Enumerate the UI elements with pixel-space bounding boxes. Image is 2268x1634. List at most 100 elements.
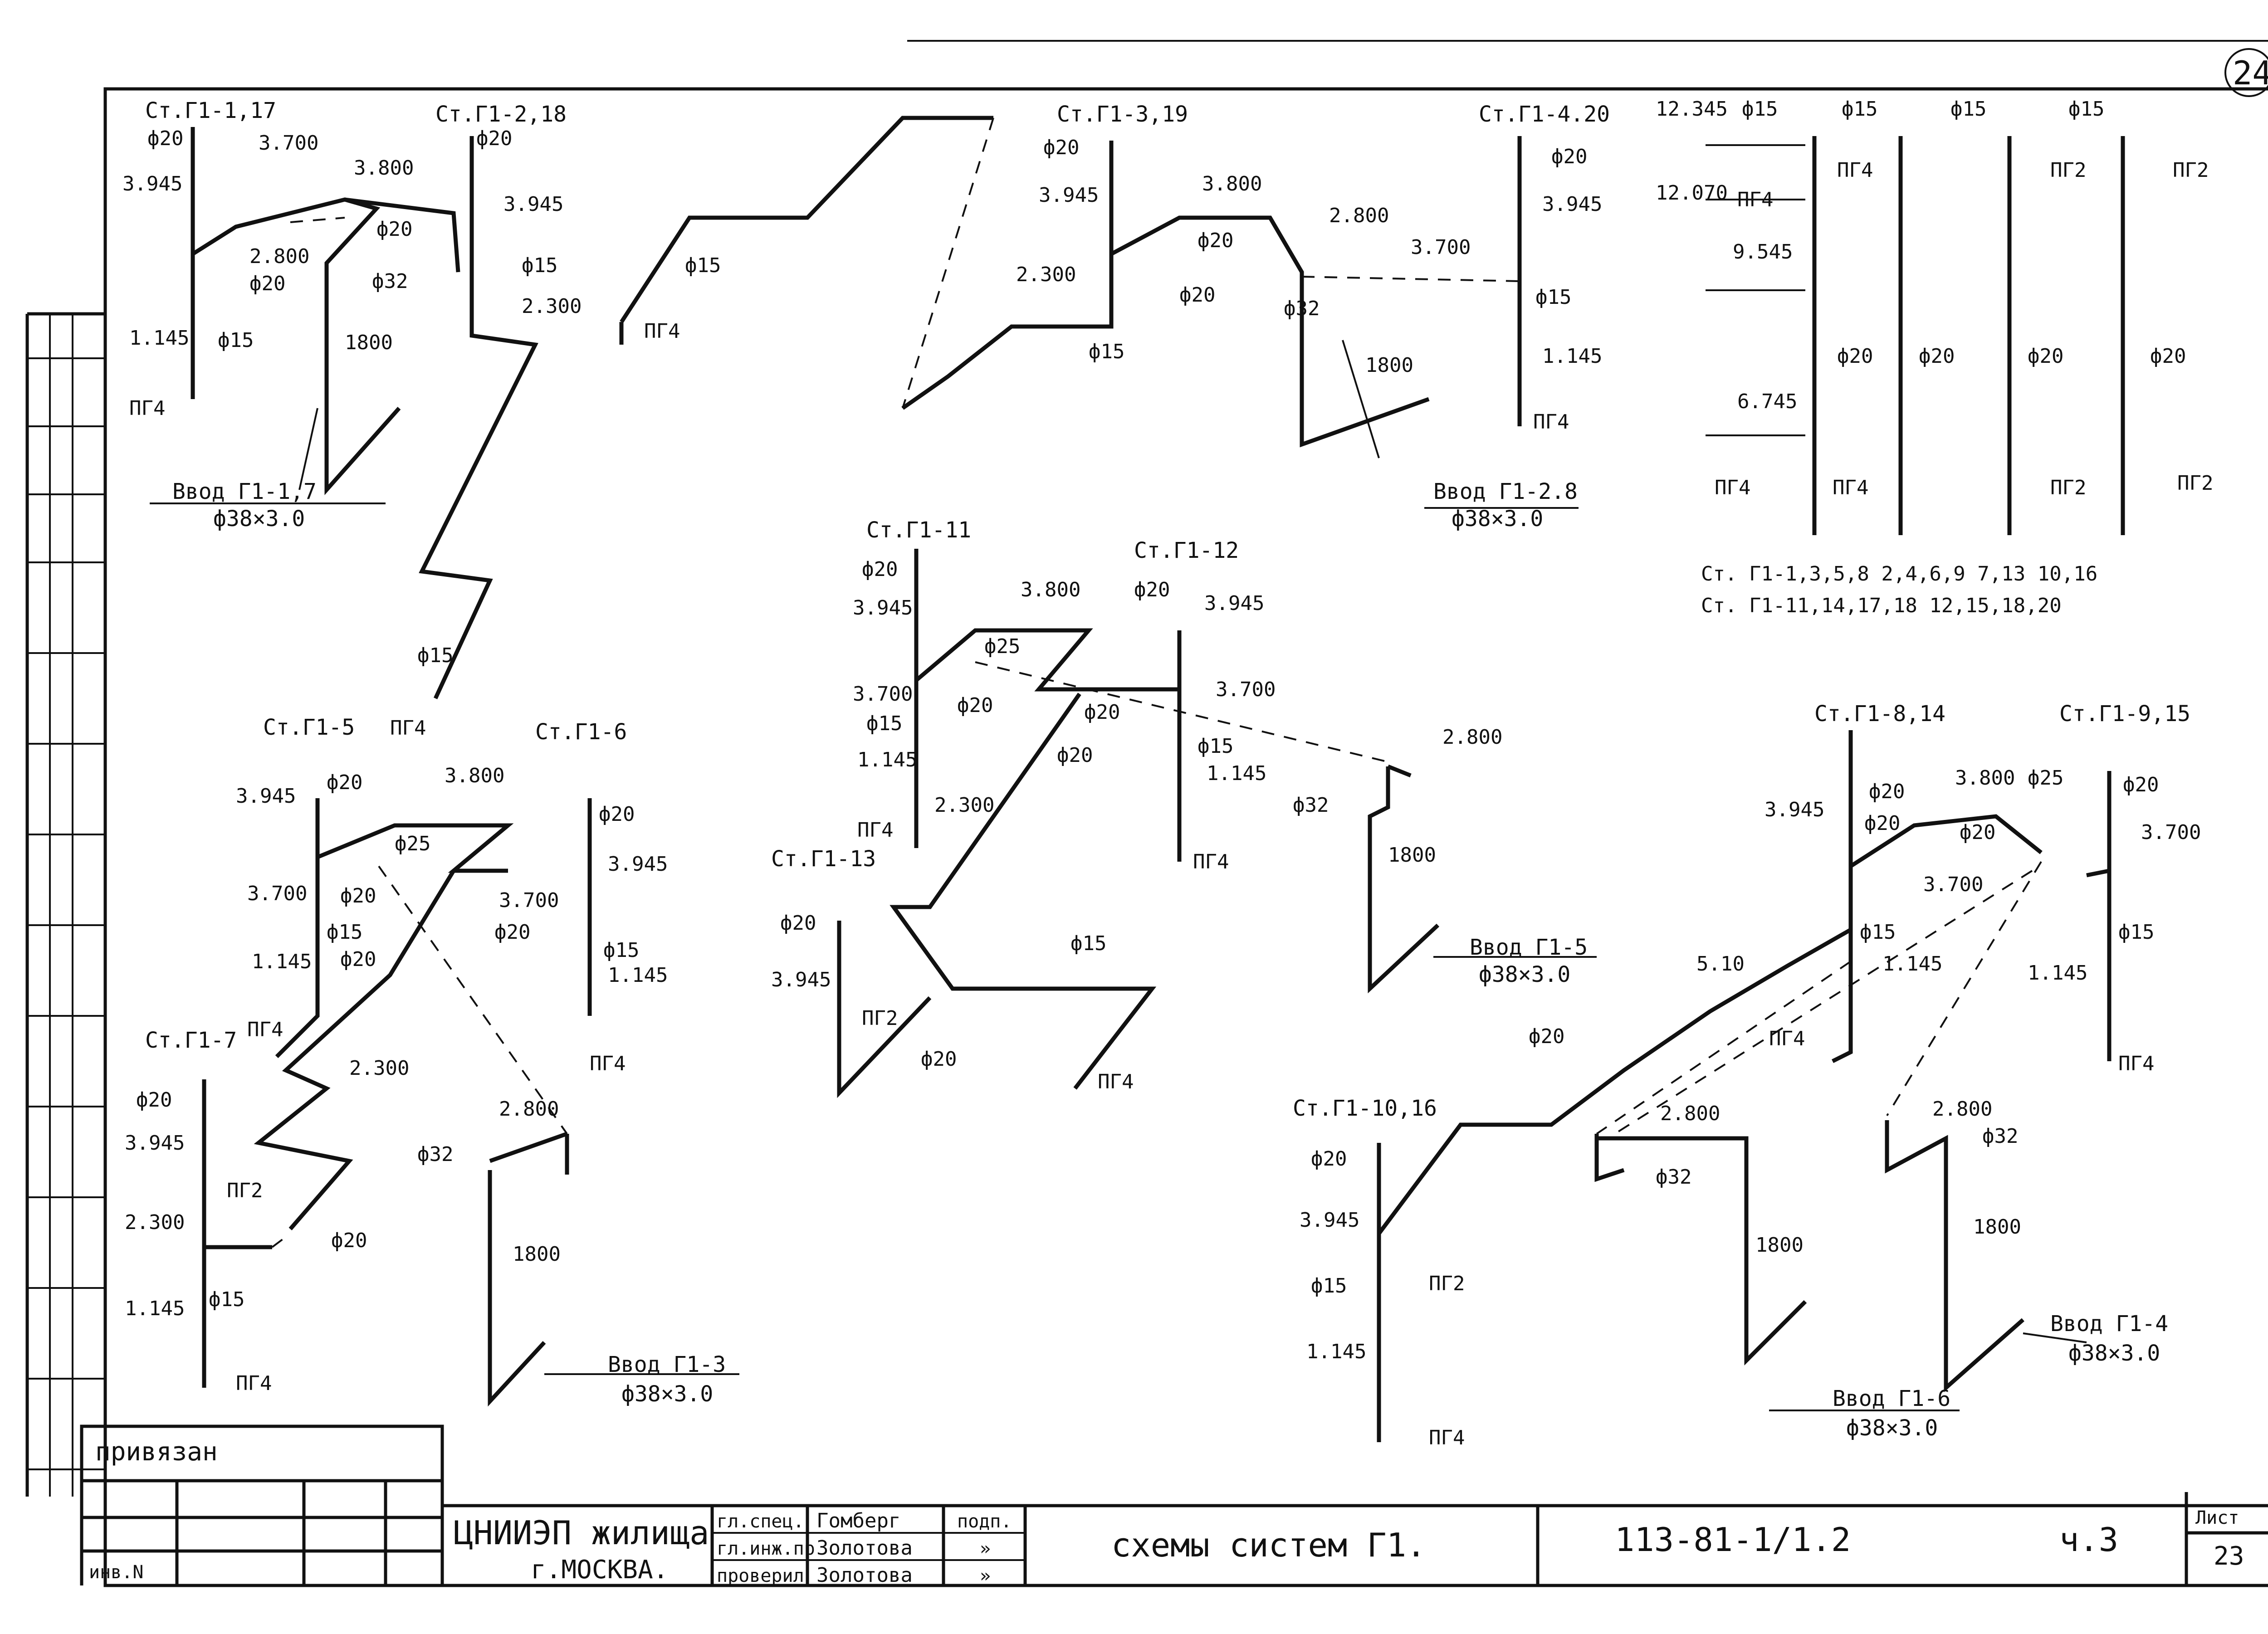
dia-label: ф25 <box>984 635 1020 658</box>
dia-label: ф20 <box>957 694 993 717</box>
dia-label: ф20 <box>1529 1025 1564 1048</box>
level-label: 1.145 <box>129 327 189 350</box>
level-label: 2.800 <box>1329 204 1389 227</box>
level-label: 3.945 <box>1542 193 1602 216</box>
dia-label: ф20 <box>476 127 512 150</box>
dia-label: ф15 <box>2068 98 2104 121</box>
level-label: 2.800 <box>499 1097 559 1121</box>
fixture-label: ПГ4 <box>1837 159 1873 182</box>
title-block: привязан инв.N ЦНИИЭП жилища г.МОСКВА. г… <box>80 1424 2268 1587</box>
dia-label: ф20 <box>2123 773 2159 796</box>
level-label: 2.300 <box>934 794 994 817</box>
inlet-size: ф38×3.0 <box>1479 962 1570 987</box>
dia-label: ф15 <box>1535 286 1571 309</box>
fixture-label: ПГ2 <box>2173 159 2209 182</box>
dia-label: ф20 <box>862 558 898 581</box>
dia-label: ф20 <box>327 771 362 794</box>
fixture-label: ПГ2 <box>2177 472 2213 495</box>
inlet-label: Ввод Г1-6 <box>1833 1386 1950 1411</box>
fixture-label: ПГ4 <box>2118 1052 2154 1075</box>
main-chain: ф15 ПГ4 ф15 ПГ4 <box>390 116 994 740</box>
riser-group-1-2: Ст.Г1-1,17 Ст.Г1-2,18 ф20 3.945 3.700 3.… <box>122 98 582 699</box>
level-label: 2.800 <box>1660 1102 1720 1125</box>
dia-label: ф20 <box>1134 578 1170 601</box>
fixture-label: ПГ4 <box>644 320 680 343</box>
fixture-label: ПГ4 <box>1098 1070 1134 1093</box>
riser-label: Ст.Г1-2,18 <box>435 102 567 127</box>
level-label: 3.945 <box>1300 1209 1359 1232</box>
role-chief-spec: гл.спец. <box>717 1511 804 1532</box>
inlet-size: ф38×3.0 <box>2068 1341 2160 1366</box>
dim-label: 1800 <box>1973 1215 2021 1239</box>
fixture-label: ПГ4 <box>1533 410 1569 434</box>
dia-label: ф15 <box>218 329 254 352</box>
level-label: 3.800 <box>1202 172 1262 195</box>
dia-label: ф20 <box>2150 345 2186 368</box>
dia-label: ф32 <box>1284 297 1320 320</box>
name-checked: Золотова <box>816 1564 913 1587</box>
level-label: 1.145 <box>2028 961 2087 985</box>
riser-label: Ст.Г1-12 <box>1134 538 1239 563</box>
fixture-label: ПГ4 <box>1429 1426 1465 1449</box>
inlet-label: Ввод Г1-4 <box>2050 1311 2168 1336</box>
level-label: 3.945 <box>1204 592 1264 615</box>
sign-mark-2: » <box>980 1566 991 1586</box>
org-city: г.МОСКВА. <box>531 1555 668 1585</box>
legend-row: Ст. Г1-11,14,17,18 12,15,18,20 <box>1701 594 2062 617</box>
riser-label: Ст.Г1-7 <box>145 1028 237 1053</box>
inlet-label: Ввод Г1-1,7 <box>172 479 317 504</box>
fixture-label: ПГ2 <box>227 1179 263 1202</box>
level-label: 3.945 <box>503 193 563 216</box>
fixture-label: ПГ2 <box>2050 476 2086 499</box>
dia-label: ф25 <box>2028 766 2063 790</box>
riser-label: Ст.Г1-8,14 <box>1814 701 1945 727</box>
dia-label: ф20 <box>1084 701 1120 724</box>
level-label: 5.10 <box>1696 952 1745 976</box>
level-label: 3.945 <box>236 785 296 808</box>
riser-group-3-4: Ст.Г1-3,19 Ст.Г1-4.20 ф20 3.945 3.800 ф2… <box>901 102 1610 532</box>
dia-label: ф20 <box>599 803 635 826</box>
level-label: 3.700 <box>1216 678 1276 701</box>
dia-label: ф32 <box>417 1143 453 1166</box>
level-label: 1.145 <box>1882 952 1942 976</box>
dia-label: ф15 <box>522 254 557 277</box>
inlet-size: ф38×3.0 <box>213 506 305 532</box>
level-label: 3.700 <box>499 889 559 912</box>
level-label: 2.300 <box>1016 263 1076 286</box>
dim-label: 1800 <box>1388 844 1436 867</box>
fixture-label: ПГ4 <box>590 1052 626 1075</box>
role-checked: проверил <box>717 1566 804 1586</box>
dia-label: ф15 <box>2118 921 2154 944</box>
dia-label: ф15 <box>1311 1274 1347 1297</box>
level-label: 2.800 <box>249 245 309 268</box>
role-chief-eng: гл.инж.пр <box>717 1538 815 1559</box>
inlet-size: ф38×3.0 <box>1846 1415 1938 1441</box>
level-label: 3.945 <box>608 853 668 876</box>
dia-label: ф15 <box>685 254 721 277</box>
level-label: 2.800 <box>1932 1097 1992 1121</box>
level-label: 3.700 <box>853 683 913 706</box>
level-label: 3.945 <box>125 1132 185 1155</box>
level-label: 2.300 <box>125 1211 185 1234</box>
fixture-label: ПГ2 <box>1429 1272 1465 1295</box>
dia-label: ф15 <box>1742 98 1778 121</box>
fixture-label: ПГ4 <box>1737 188 1773 211</box>
level-label: 3.700 <box>2141 821 2201 844</box>
level-label: 3.700 <box>1411 236 1471 259</box>
level-label: 2.800 <box>1442 726 1502 749</box>
dia-label: ф15 <box>1198 735 1233 758</box>
dia-label: ф20 <box>1551 145 1587 168</box>
level-label: 3.945 <box>771 968 831 991</box>
dia-label: ф20 <box>147 127 183 150</box>
dia-label: ф20 <box>1198 229 1233 252</box>
dia-label: ф15 <box>603 939 639 962</box>
fixture-label: ПГ2 <box>862 1007 898 1030</box>
dia-label: ф20 <box>494 921 530 944</box>
fixture-label: ПГ4 <box>390 717 426 740</box>
dia-label: ф15 <box>327 921 362 944</box>
sheet-label: Лист <box>2195 1507 2239 1528</box>
dia-label: ф25 <box>395 832 430 855</box>
inlet-label: Ввод Г1-3 <box>608 1352 726 1377</box>
fixture-label: ПГ4 <box>1769 1027 1805 1050</box>
level-label: 1.145 <box>608 964 668 987</box>
